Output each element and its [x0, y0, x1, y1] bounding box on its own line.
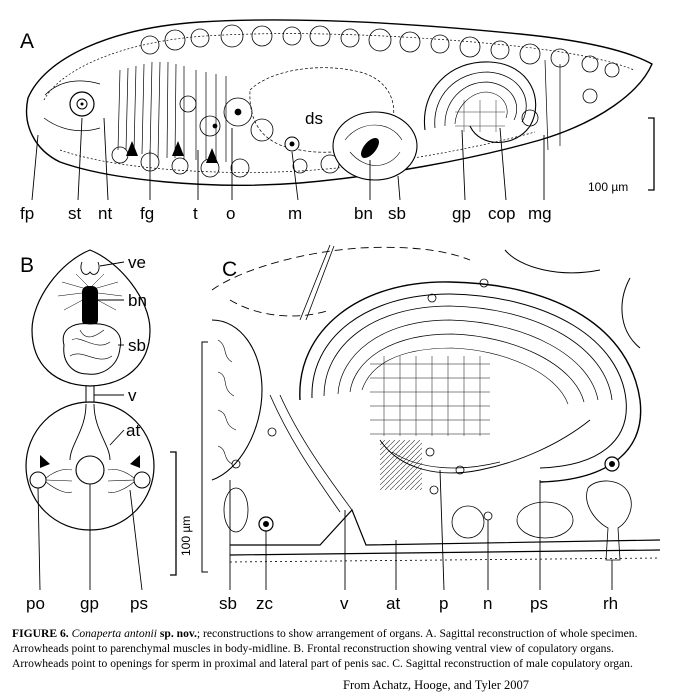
scale-bar-a-text: 100 µm [588, 180, 628, 194]
label-o: o [226, 204, 235, 223]
statocyst [69, 91, 95, 117]
label-t: t [193, 204, 198, 223]
label-st: st [68, 204, 82, 223]
bursal-nozzle [82, 286, 98, 326]
label-fg: fg [140, 204, 154, 223]
source-credit: From Achatz, Hooge, and Tyler 2007 [343, 678, 530, 692]
panel-c-letter: C [222, 258, 237, 281]
label-zc: zc [256, 594, 274, 613]
frontal-glands [117, 61, 227, 162]
arrowhead-icon [40, 455, 140, 468]
gonopore-b [75, 455, 105, 485]
copulatory-organ-a [423, 61, 537, 144]
scale-bar-a: 100 µm [588, 117, 655, 194]
label-m: m [288, 204, 302, 223]
label-ds: ds [305, 109, 323, 128]
label-gp: gp [452, 204, 471, 223]
label-rh: rh [603, 594, 618, 613]
caption-figure-number: FIGURE 6. [12, 627, 69, 640]
label-sb: sb [388, 204, 406, 223]
label-ps-c: ps [530, 594, 548, 613]
caption-text: ; reconstructions to show arrangement of… [12, 627, 638, 670]
sperm-cells [231, 278, 493, 521]
label-bn-b: bn [128, 291, 147, 310]
label-p: p [439, 594, 448, 613]
label-fp: fp [20, 204, 34, 223]
label-v-b: v [128, 386, 137, 405]
label-n: n [483, 594, 492, 613]
leader-lines-a [31, 117, 545, 201]
panel-b-letter: B [20, 254, 34, 277]
panel-b: B [20, 249, 193, 613]
label-at-c: at [386, 594, 400, 613]
caption-sp-nov: sp. nov. [159, 627, 197, 640]
scale-bar-b-text: 100 µm [179, 516, 193, 556]
seminal-bursa-c [211, 319, 263, 481]
label-at-b: at [126, 421, 140, 440]
label-ps-b: ps [130, 594, 148, 613]
label-sb-c: sb [219, 594, 237, 613]
arrowhead-icon [126, 141, 218, 163]
copulatory-organ-c [299, 281, 642, 483]
leader-lines-b [37, 261, 143, 591]
leader-lines-c [229, 469, 613, 591]
label-gp-b: gp [80, 594, 99, 613]
label-po: po [26, 594, 45, 613]
label-v-c: v [340, 594, 349, 613]
panel-c: C [201, 244, 661, 613]
panel-a-letter: A [20, 30, 34, 53]
label-ve: ve [128, 253, 146, 272]
scale-bar-b: 100 µm [170, 451, 193, 576]
label-nt: nt [98, 204, 112, 223]
figure-caption: FIGURE 6. Conaperta antonii sp. nov.; re… [12, 626, 664, 671]
label-sb-b: sb [128, 336, 146, 355]
seminal-bursa-b [62, 323, 122, 375]
labels-c: sb zc v at p n ps rh [219, 594, 618, 613]
body-outline [25, 19, 653, 186]
panel-a: A [20, 19, 655, 223]
labels-b: ve bn sb v at po gp ps [26, 253, 148, 613]
labels-a: fp st nt fg t o m bn sb gp cop mg [20, 204, 552, 223]
caption-species: Conaperta antonii [71, 627, 157, 640]
label-bn: bn [354, 204, 373, 223]
dorsal-cells [111, 24, 620, 178]
label-cop: cop [488, 204, 515, 223]
label-mg: mg [528, 204, 552, 223]
seminal-bursa [332, 111, 418, 181]
